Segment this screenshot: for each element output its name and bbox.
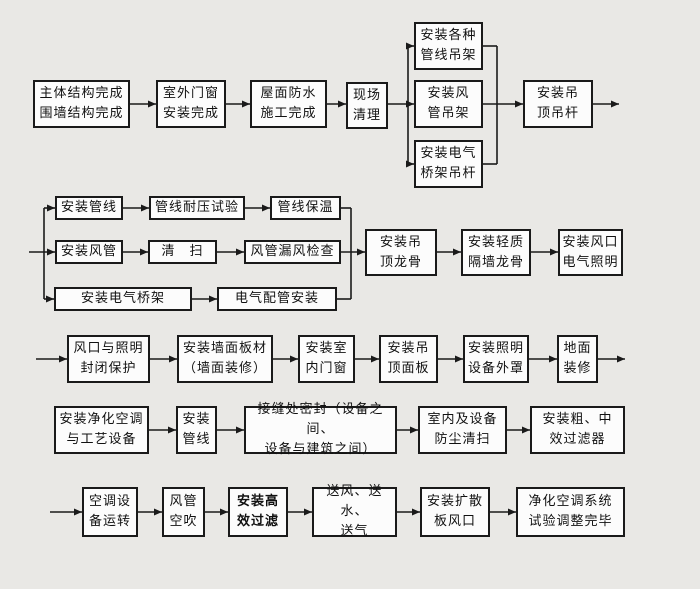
node-pipeline-insulation: 管线保温 [270,196,341,220]
node-joint-sealing: 接缝处密封（设备之间、 设备与建筑之间） [244,402,397,457]
node-duct-blow: 风管 空吹 [162,487,205,537]
node-interior-doors-install: 安装室 内门窗 [298,335,355,383]
node-duct-install: 安装风管 [55,240,123,264]
node-ac-equipment-run: 空调设 备运转 [82,487,138,537]
node-outlet-lighting-protection: 风口与照明 封闭保护 [67,335,150,383]
node-floor-finishing: 地面 装修 [557,335,598,383]
node-exterior-doors-windows: 室外门窗 安装完成 [156,80,226,128]
node-hepa-filter-install: 安装高 效过滤 [228,487,288,537]
node-pipeline-install: 安装管线 [55,196,123,220]
node-wall-panel-install: 安装墙面板材 （墙面装修） [177,335,273,383]
node-cable-tray-rod-install: 安装电气 桥架吊杆 [414,140,483,188]
node-ceiling-keel-install: 安装吊 顶龙骨 [365,229,437,276]
node-system-adjustment-complete: 净化空调系统 试验调整完毕 [516,487,625,537]
node-ceiling-panel-install: 安装吊 顶面板 [379,335,438,383]
node-duct-cleaning: 清 扫 [148,240,217,264]
node-supply-air-water-gas: 送风、送水、 送气 [312,484,397,539]
node-site-cleanup: 现场 清理 [346,82,388,129]
node-pipeline-install-2: 安装 管线 [176,406,217,454]
node-hvac-equipment-install: 安装净化空调 与工艺设备 [54,406,149,454]
node-duct-leak-check: 风管漏风检查 [244,240,341,264]
node-pipeline-pressure-test: 管线耐压试验 [149,196,245,220]
node-diffuser-install: 安装扩散 板风口 [420,487,490,537]
node-coarse-filter-install: 安装粗、中 效过滤器 [530,406,625,454]
node-main-structure-complete: 主体结构完成 围墙结构完成 [33,80,130,128]
node-dust-cleaning: 室内及设备 防尘清扫 [418,406,507,454]
node-conduit-install: 电气配管安装 [217,287,337,311]
node-pipeline-hanger-install: 安装各种 管线吊架 [414,22,483,70]
node-cable-tray-install: 安装电气桥架 [54,287,192,311]
node-duct-hanger-install: 安装风 管吊架 [414,80,483,128]
node-lighting-cover-install: 安装照明 设备外罩 [463,335,529,383]
node-partition-keel-install: 安装轻质 隔墙龙骨 [461,229,531,276]
node-outlet-lighting-install: 安装风口 电气照明 [558,229,623,276]
node-ceiling-rod-install: 安装吊 顶吊杆 [523,80,593,128]
node-roof-waterproofing: 屋面防水 施工完成 [250,80,327,128]
